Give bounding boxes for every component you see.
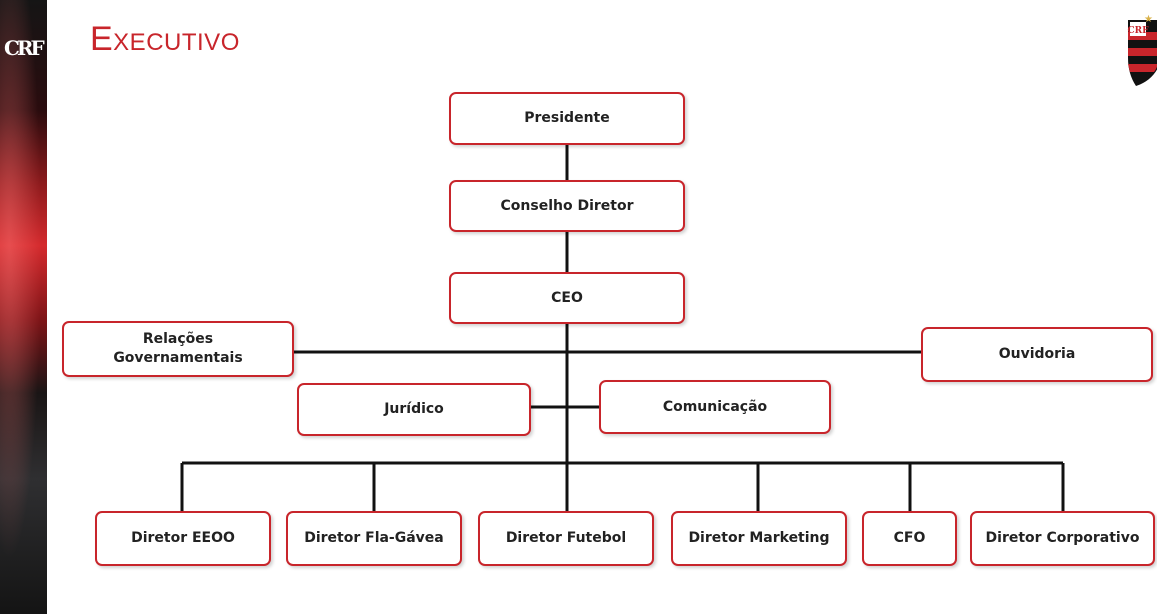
node-diretor-futebol: Diretor Futebol [478, 511, 654, 566]
node-presidente: Presidente [449, 92, 685, 145]
page-title: Executivo [90, 20, 240, 58]
node-conselho-diretor: Conselho Diretor [449, 180, 685, 232]
node-diretor-corporativo: Diretor Corporativo [970, 511, 1155, 566]
star-icon: ★ [1144, 14, 1153, 25]
node-relacoes-governamentais: Relações Governamentais [62, 321, 294, 377]
node-ouvidoria: Ouvidoria [921, 327, 1153, 382]
node-diretor-eeoo: Diretor EEOO [95, 511, 271, 566]
flamengo-crest-logo: CRF [1127, 20, 1157, 86]
side-decorative-strip: CRF [0, 0, 47, 614]
node-ceo: CEO [449, 272, 685, 324]
node-diretor-marketing: Diretor Marketing [671, 511, 847, 566]
node-cfo: CFO [862, 511, 957, 566]
node-comunicacao: Comunicação [599, 380, 831, 434]
node-diretor-fla-gavea: Diretor Fla-Gávea [286, 511, 462, 566]
svg-text:CRF: CRF [1127, 26, 1149, 36]
node-juridico: Jurídico [297, 383, 531, 436]
crf-monogram-logo: CRF [4, 36, 45, 60]
